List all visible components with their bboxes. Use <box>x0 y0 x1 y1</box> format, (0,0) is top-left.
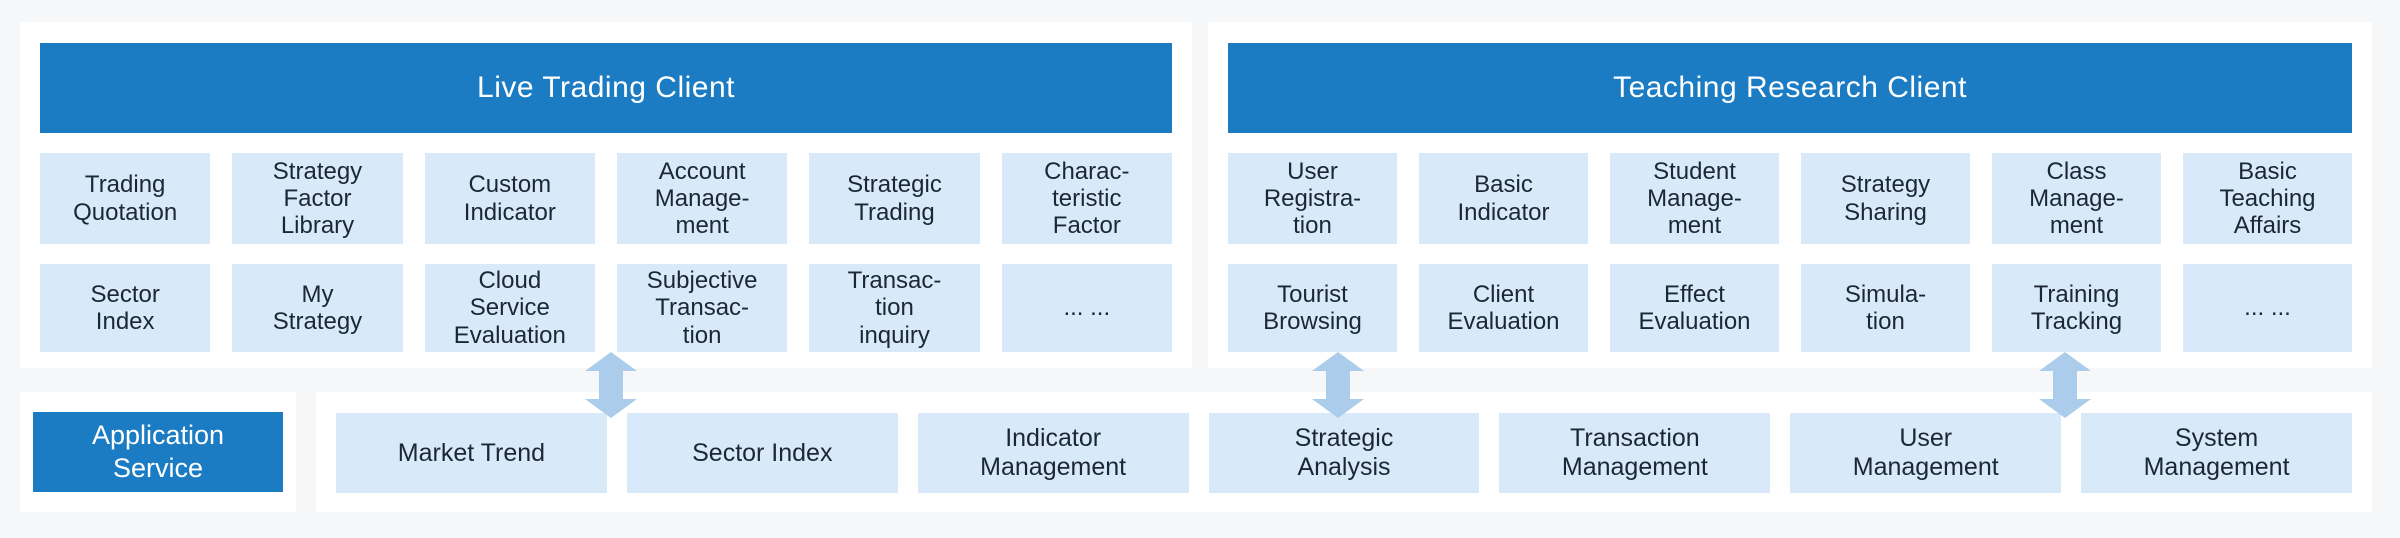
double-vertical-arrow-icon <box>1312 352 1364 418</box>
service-box-indicator-management: Indicator Management <box>917 413 1189 493</box>
module-cell-cloud-service-evaluation: Cloud Service Evaluation <box>424 264 595 352</box>
service-box-market-trend: Market Trend <box>336 413 607 493</box>
panel-title: Teaching Research Client <box>1613 71 1967 104</box>
application-service-card: Application Service <box>20 392 296 512</box>
module-cell-account-management: Account Manage- ment <box>616 153 788 244</box>
module-cell-sector-index: Sector Index <box>40 264 211 352</box>
module-cell-my-strategy: My Strategy <box>232 264 403 352</box>
module-cell-subjective-transaction: Subjective Transac- tion <box>616 264 788 352</box>
module-cell-strategy-sharing: Strategy Sharing <box>1801 153 1970 244</box>
module-cell-student-management: Student Manage- ment <box>1610 153 1779 244</box>
live-trading-client-panel: Live Trading Client Trading Quotation St… <box>20 22 1192 368</box>
module-cell-client-evaluation: Client Evaluation <box>1419 264 1588 352</box>
module-cell-simulation: Simula- tion <box>1801 264 1970 352</box>
live-trading-row-1: Trading Quotation Strategy Factor Librar… <box>40 153 1172 244</box>
service-box-system-management: System Management <box>2081 413 2353 493</box>
module-cell-custom-indicator: Custom Indicator <box>424 153 595 244</box>
double-vertical-arrow-icon <box>585 352 637 418</box>
module-cell-characteristic-factor: Charac- teristic Factor <box>1001 153 1172 244</box>
module-cell-transaction-inquiry: Transac- tion inquiry <box>809 264 980 352</box>
module-cell-class-management: Class Manage- ment <box>1992 153 2161 244</box>
live-trading-row-2: Sector Index My Strategy Cloud Service E… <box>40 264 1172 352</box>
double-vertical-arrow-icon <box>2039 352 2091 418</box>
module-cell-trading-quotation: Trading Quotation <box>40 153 211 244</box>
service-box-transaction-management: Transaction Management <box>1499 413 1771 493</box>
teaching-research-client-header: Teaching Research Client <box>1228 43 2352 133</box>
module-cell-effect-evaluation: Effect Evaluation <box>1610 264 1779 352</box>
module-cell-training-tracking: Training Tracking <box>1992 264 2161 352</box>
live-trading-client-header: Live Trading Client <box>40 43 1172 133</box>
teaching-research-client-panel: Teaching Research Client User Registra- … <box>1208 22 2372 368</box>
module-cell-basic-teaching-affairs: Basic Teaching Affairs <box>2183 153 2352 244</box>
module-cell-tourist-browsing: Tourist Browsing <box>1228 264 1397 352</box>
service-box-strategic-analysis: Strategic Analysis <box>1208 413 1480 493</box>
module-cell-strategy-factor-library: Strategy Factor Library <box>232 153 403 244</box>
application-service-label: Application Service <box>91 420 225 483</box>
module-cell-ellipsis: ... ... <box>2183 264 2352 352</box>
module-cell-strategic-trading: Strategic Trading <box>809 153 980 244</box>
teaching-research-row-2: Tourist Browsing Client Evaluation Effec… <box>1228 264 2352 352</box>
teaching-research-row-1: User Registra- tion Basic Indicator Stud… <box>1228 153 2352 244</box>
application-service-box: Application Service <box>33 412 283 492</box>
module-cell-user-registration: User Registra- tion <box>1228 153 1397 244</box>
module-cell-ellipsis: ... ... <box>1001 264 1172 352</box>
service-box-sector-index: Sector Index <box>626 413 898 493</box>
panel-title: Live Trading Client <box>477 71 735 104</box>
service-box-user-management: User Management <box>1790 413 2062 493</box>
module-cell-basic-indicator: Basic Indicator <box>1419 153 1588 244</box>
